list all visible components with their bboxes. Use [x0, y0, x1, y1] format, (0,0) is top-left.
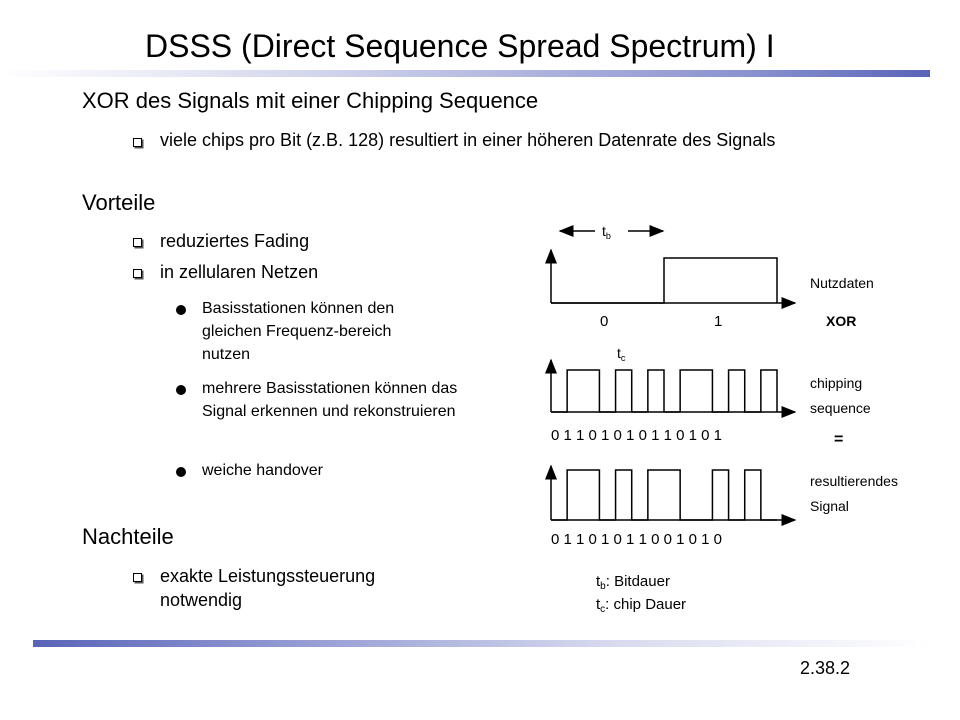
heading-xor: XOR des Signals mit einer Chipping Seque… — [82, 88, 539, 113]
chipping-label-line2: sequence — [810, 400, 871, 416]
legend-tc: tc: chip Dauer — [596, 596, 686, 615]
sub-bullet-frequenzbereich: Basisstationen können den gleichen Frequ… — [202, 300, 395, 363]
result-label-line1: resultierendes — [810, 473, 898, 489]
bullet-zellulare-netze: in zellularen Netzen — [160, 262, 319, 282]
dot-bullet-icon — [176, 385, 186, 395]
square-bullet-icon — [133, 573, 142, 582]
footer-bar — [33, 640, 930, 647]
chip-sequence-label: 0 1 1 0 1 0 1 0 1 1 0 1 0 1 — [551, 427, 722, 444]
chipping-label-line1: chipping — [810, 375, 862, 391]
bullet-reduziertes-fading: reduziertes Fading — [160, 231, 310, 251]
tb-label: tb — [602, 223, 611, 241]
square-bullet-icon — [133, 269, 142, 278]
heading-vorteile: Vorteile — [82, 190, 156, 215]
xor-label: XOR — [826, 313, 856, 329]
nutzdaten-waveform — [551, 257, 778, 304]
heading-nachteile: Nachteile — [82, 524, 174, 549]
title-underline-bar — [0, 70, 930, 77]
square-bullet-icon — [133, 138, 142, 147]
tc-label: tc — [617, 345, 626, 363]
sub-bullet-handover: weiche handover — [202, 462, 323, 479]
sub-bullet-rekonstruieren: mehrere Basisstationen können das Signal… — [202, 380, 458, 420]
nutzdaten-label: Nutzdaten — [810, 275, 874, 291]
chipping-waveform — [551, 369, 778, 413]
equals-sign: = — [834, 431, 843, 448]
result-sequence-label: 0 1 1 0 1 0 1 1 0 0 1 0 1 0 — [551, 531, 722, 548]
legend-tb: tb: Bitdauer — [596, 573, 670, 592]
bullet-chips-per-bit: viele chips pro Bit (z.B. 128) resultier… — [160, 130, 776, 150]
result-waveform — [551, 469, 777, 521]
bullet-leistungssteuerung: exakte Leistungssteuerung notwendig — [160, 566, 376, 610]
bit-1-label: 1 — [714, 313, 722, 330]
slide-number: 2.38.2 — [800, 658, 851, 678]
page-title: DSSS (Direct Sequence Spread Spectrum) I — [145, 28, 775, 64]
bit-0-label: 0 — [600, 313, 608, 330]
dot-bullet-icon — [176, 305, 186, 315]
square-bullet-icon — [133, 238, 142, 247]
dot-bullet-icon — [176, 467, 186, 477]
result-label-line2: Signal — [810, 498, 849, 514]
